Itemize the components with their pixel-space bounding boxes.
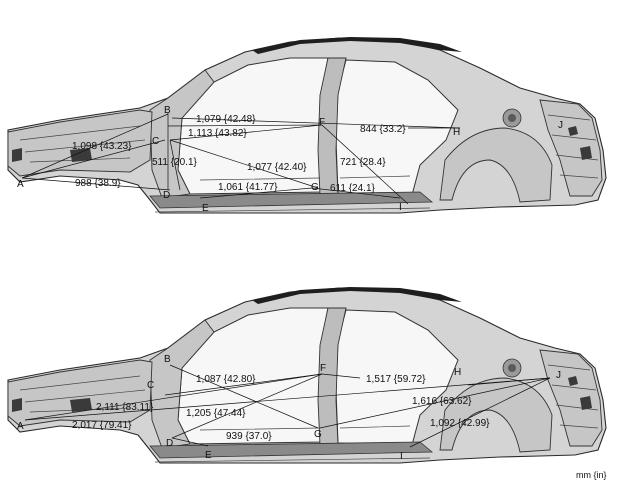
dimension-label: 1,205 {47.44} xyxy=(186,408,246,419)
point-label-e: E xyxy=(205,450,212,461)
dimension-label: 844 {33.2} xyxy=(360,124,406,135)
leader-line xyxy=(171,117,461,129)
point-label-g: G xyxy=(311,182,319,193)
leader-line xyxy=(199,187,313,199)
car-body-illustration xyxy=(7,286,607,464)
point-label-f: F xyxy=(320,363,326,374)
point-labels: A B C D E F G H I J xyxy=(17,354,561,462)
dimension-label: 1,077 {42.40} xyxy=(247,162,307,173)
dimension-leaders xyxy=(24,364,551,448)
leader-line xyxy=(169,139,319,189)
leader-line xyxy=(169,139,181,191)
dimension-label: 1,092 {42.99} xyxy=(430,418,490,429)
leader-line xyxy=(321,373,361,379)
point-label-g: G xyxy=(314,429,322,440)
point-label-i: I xyxy=(400,451,403,462)
leader-line xyxy=(311,187,401,199)
dimension-label: 1,087 {42.80} xyxy=(196,374,256,385)
dimension-label: 988 {38.9} xyxy=(75,178,121,189)
dimension-label: 1,616 {63.62} xyxy=(412,396,472,407)
leader-line xyxy=(24,373,323,421)
dimension-label: 1,079 {42.48} xyxy=(196,114,256,125)
dimension-label: 1,517 {59.72} xyxy=(366,374,426,385)
leader-line xyxy=(169,364,319,429)
point-labels: A B C D E F G H I J xyxy=(17,105,563,214)
leader-line xyxy=(24,377,551,421)
point-label-j: J xyxy=(556,370,561,381)
dimension-label: 2,017 {79.41} xyxy=(72,420,132,431)
leader-line xyxy=(21,113,169,179)
point-label-d: D xyxy=(163,190,170,201)
diagram-bottom: A B C D E F G H I J 1,087 {42.80} 1,517 … xyxy=(7,286,607,464)
dimension-label: 721 {28.4} xyxy=(340,157,386,168)
point-label-b: B xyxy=(164,354,171,365)
point-label-h: H xyxy=(454,367,461,378)
leader-line xyxy=(21,139,166,179)
leader-line xyxy=(171,373,323,439)
point-label-c: C xyxy=(152,136,159,147)
diagram-top: A B C D E F G H I J 1,079 {42.48} 1,113 … xyxy=(7,36,607,214)
dimension-label: 511 {20.1} xyxy=(152,157,198,168)
point-label-j: J xyxy=(558,120,563,131)
leader-line xyxy=(321,124,409,205)
point-label-d: D xyxy=(166,438,173,449)
dimension-labels: 1,087 {42.80} 1,517 {59.72} 2,111 {83.11… xyxy=(72,374,490,442)
point-label-e: E xyxy=(202,203,209,214)
dimension-label: 1,061 {41.77} xyxy=(218,182,278,193)
leader-line xyxy=(164,373,323,396)
leader-line xyxy=(409,377,551,448)
point-label-i: I xyxy=(399,202,402,213)
dimension-label: 939 {37.0} xyxy=(226,431,272,442)
dimension-label: 2,111 {83.11} xyxy=(96,402,154,413)
dimension-leaders xyxy=(21,113,461,205)
leader-line xyxy=(467,377,551,386)
point-label-a: A xyxy=(17,179,24,190)
leader-line xyxy=(167,124,323,127)
leader-line xyxy=(21,177,171,191)
leader-line xyxy=(169,124,323,141)
leader-line xyxy=(171,437,209,447)
point-label-c: C xyxy=(147,380,154,391)
point-label-h: H xyxy=(453,127,460,138)
leader-line xyxy=(319,377,551,429)
dimension-label: 611 {24.1} xyxy=(330,183,376,194)
point-label-f: F xyxy=(319,117,325,128)
dimension-label: 1,113 {43.82} xyxy=(188,128,247,139)
point-label-a: A xyxy=(17,421,24,432)
dimension-label: 1,098 {43.23} xyxy=(72,141,132,152)
unit-label: mm {in} xyxy=(576,470,607,480)
dimension-labels: 1,079 {42.48} 1,113 {43.82} 844 {33.2} 1… xyxy=(72,114,406,194)
point-label-b: B xyxy=(164,105,171,116)
